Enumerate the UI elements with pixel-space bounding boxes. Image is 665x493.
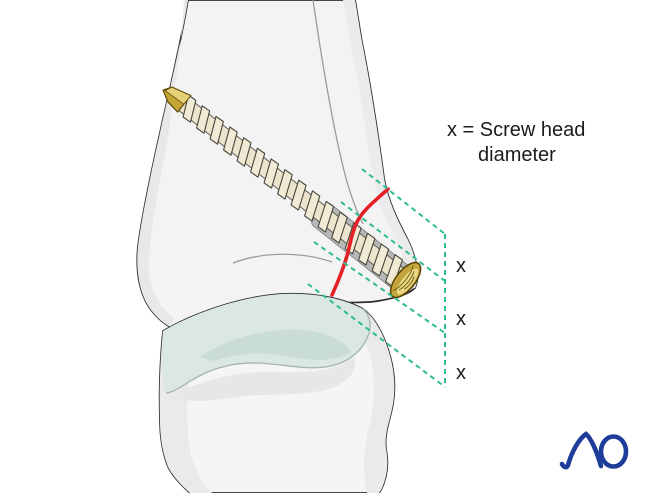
guide-diagonal-2 (340, 201, 446, 282)
guide-diagonal-4 (307, 283, 446, 388)
measurement-x-label-2: x (456, 308, 466, 330)
measurement-x-label-1: x (456, 255, 466, 277)
screw-tip (162, 86, 192, 113)
screw-threads (182, 94, 403, 288)
ao-logo-letter-o (598, 434, 629, 469)
cartilage-lower-boundary (165, 308, 371, 394)
cartilage-inner-shade (200, 329, 351, 361)
talus-shading-mid (170, 357, 356, 401)
bone-shading-left (137, 0, 188, 327)
bone-inner-contour (312, 0, 364, 225)
measurement-guides (307, 168, 446, 388)
legend-line-2: diameter (478, 144, 556, 166)
talus-bone (158, 292, 396, 493)
bone-shading-right (343, 0, 418, 290)
fracture-line (330, 187, 390, 297)
ao-logo-letter-a (559, 431, 604, 470)
talus-shading-right (363, 309, 395, 493)
measurement-x-label-3: x (456, 362, 466, 384)
ao-logo (559, 431, 629, 470)
screw-head-diameter-legend: x = Screw head diameter (447, 118, 585, 168)
lag-screw (162, 86, 422, 299)
malleolus-articular-contour (232, 253, 333, 264)
legend-line-1: x = Screw head (447, 119, 586, 141)
screw-head (389, 261, 422, 299)
